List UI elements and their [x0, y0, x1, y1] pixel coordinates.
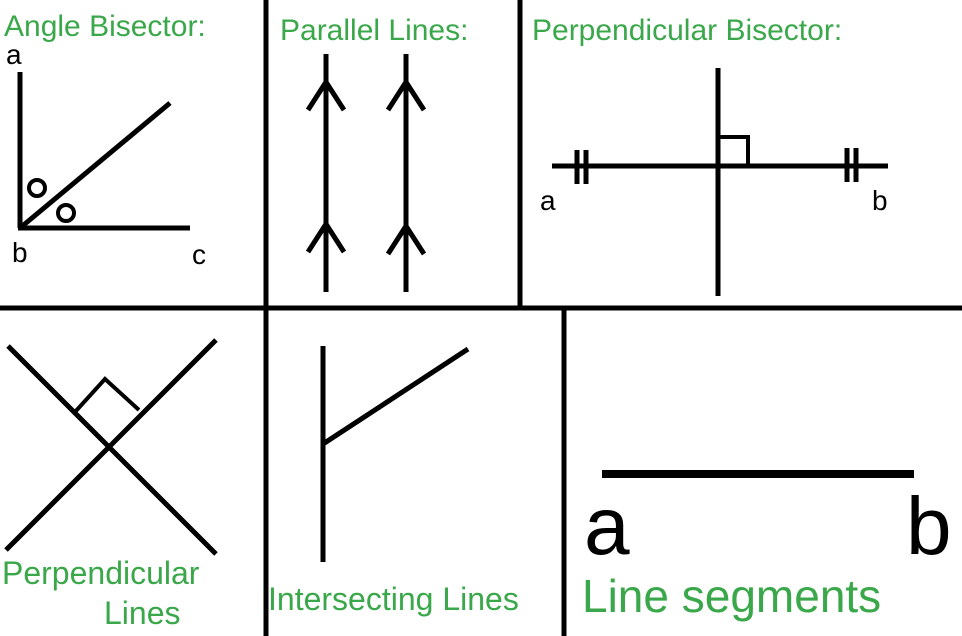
perpendicular-bisector-title: Perpendicular Bisector:	[532, 14, 842, 47]
arrow-mark-line1-bottom	[305, 219, 347, 254]
panel-perpendicular-lines: Perpendicular Lines	[2, 338, 218, 631]
equal-angle-mark-1	[27, 178, 47, 198]
intersecting-lines-title: Intersecting Lines	[268, 581, 519, 617]
perpendicular-line-1	[6, 344, 218, 556]
line-segments-title: Line segments	[582, 570, 881, 622]
perpendicular-bisector-label-a: a	[540, 185, 556, 216]
perpendicular-lines-title-line1: Perpendicular	[2, 555, 200, 591]
parallel-lines-title: Parallel Lines:	[280, 14, 468, 47]
bisector-ray	[18, 101, 172, 230]
arrow-mark-line2-top	[385, 77, 427, 112]
equal-angle-mark-2	[56, 203, 76, 223]
intersecting-line-diagonal	[321, 346, 470, 447]
panel-perpendicular-bisector: Perpendicular Bisector: a b	[532, 14, 888, 296]
perpendicular-line-2	[4, 338, 218, 552]
panel-parallel-lines: Parallel Lines:	[280, 14, 468, 292]
line-segment-label-a: a	[584, 481, 630, 572]
perpendicular-right-angle-mark	[73, 376, 141, 414]
arrow-mark-line2-bottom	[385, 221, 427, 256]
angle-bisector-label-b: b	[12, 237, 28, 268]
perpendicular-lines-title-line2: Lines	[104, 595, 181, 631]
angle-bisector-label-c: c	[192, 239, 206, 270]
panel-angle-bisector: Angle Bisector: a b c	[4, 10, 206, 270]
panel-line-segments: a b Line segments	[582, 470, 952, 622]
perpendicular-bisector-label-b: b	[872, 185, 888, 216]
arrow-mark-line1-top	[305, 77, 347, 112]
line-segment-label-b: b	[906, 481, 952, 572]
right-angle-mark	[718, 135, 750, 166]
angle-bisector-label-a: a	[6, 39, 22, 70]
angle-bisector-title: Angle Bisector:	[4, 10, 206, 43]
panel-intersecting-lines: Intersecting Lines	[268, 346, 519, 617]
